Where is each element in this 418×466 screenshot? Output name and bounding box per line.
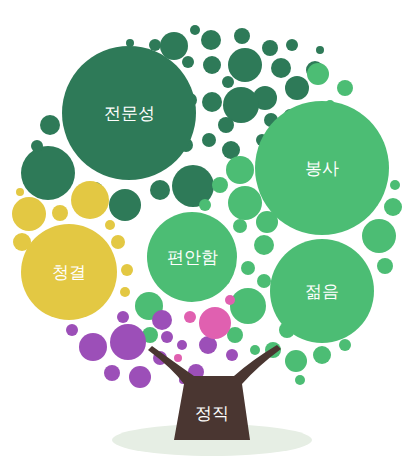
leaf-dot — [199, 199, 211, 211]
leaf-dot — [104, 365, 120, 381]
node-text: 정직 — [195, 403, 229, 423]
leaf-dot — [152, 310, 172, 330]
leaf-dot — [316, 46, 324, 54]
leaf-dot — [71, 181, 109, 219]
leaf-dot — [161, 331, 173, 343]
leaf-dot — [21, 146, 75, 200]
leaf-dot — [250, 345, 260, 355]
leaf-dot — [212, 177, 228, 193]
leaf-dot — [202, 133, 216, 147]
leaf-dot — [199, 307, 231, 339]
leaf-dot — [218, 117, 234, 133]
leaf-dot — [228, 186, 262, 220]
value-circle: 젊음 — [270, 239, 374, 343]
leaf-dot — [203, 56, 221, 74]
leaf-dot — [182, 56, 194, 68]
leaf-dot — [105, 220, 115, 230]
leaf-dot — [177, 340, 187, 350]
leaf-dot — [307, 63, 329, 85]
leaf-dot — [190, 25, 200, 35]
leaf-dot — [390, 180, 400, 190]
leaf-dots — [12, 25, 402, 388]
leaf-dot — [241, 261, 255, 275]
leaf-dot — [225, 295, 235, 305]
node-text: 편안함 — [167, 247, 218, 267]
leaf-dot — [257, 274, 271, 288]
leaf-dot — [202, 92, 222, 112]
leaf-dot — [40, 115, 60, 135]
node-text: 젊음 — [305, 281, 339, 301]
leaf-dot — [339, 339, 351, 351]
leaf-dot — [201, 30, 221, 50]
leaf-dot — [234, 28, 250, 44]
leaf-dot — [226, 156, 254, 184]
leaf-dot — [111, 235, 125, 249]
value-circle: 전문성 — [62, 46, 196, 180]
leaf-dot — [12, 197, 46, 231]
leaf-dot — [384, 198, 402, 216]
leaf-dot — [31, 140, 43, 152]
leaf-dot — [295, 375, 305, 385]
leaf-dot — [79, 333, 107, 361]
trunk-label-area: 정직 — [177, 393, 247, 433]
value-circle: 편안함 — [147, 212, 237, 302]
node-text: 봉사 — [305, 158, 339, 178]
leaf-dot — [109, 189, 141, 221]
tree-trunk — [148, 345, 281, 440]
leaf-dot — [174, 354, 182, 362]
leaf-dot — [262, 40, 278, 56]
leaf-dot — [150, 180, 170, 200]
leaf-dot — [121, 264, 133, 276]
leaf-dot — [52, 205, 68, 221]
leaf-dot — [377, 258, 393, 274]
leaf-dot — [285, 350, 307, 372]
leaf-dot — [228, 48, 262, 82]
leaf-dot — [230, 288, 266, 324]
leaf-dot — [271, 58, 291, 78]
leaf-dot — [226, 349, 238, 361]
leaf-dot — [362, 219, 396, 253]
node-text: 전문성 — [104, 103, 155, 123]
leaf-dot — [110, 324, 146, 360]
leaf-dot — [313, 346, 331, 364]
leaf-dot — [337, 80, 353, 96]
value-circle: 봉사 — [255, 101, 389, 235]
leaf-dot — [285, 76, 309, 100]
leaf-dot — [254, 235, 274, 255]
leaf-dot — [120, 287, 130, 297]
leaf-dot — [233, 219, 247, 233]
leaf-dot — [222, 76, 234, 88]
leaf-dot — [16, 188, 24, 196]
value-circle: 청결 — [21, 224, 117, 320]
leaf-dot — [117, 311, 129, 323]
leaf-dot — [129, 366, 151, 388]
leaf-dot — [286, 39, 298, 51]
node-text: 청결 — [52, 262, 86, 282]
leaf-dot — [184, 311, 196, 323]
leaf-dot — [66, 324, 78, 336]
